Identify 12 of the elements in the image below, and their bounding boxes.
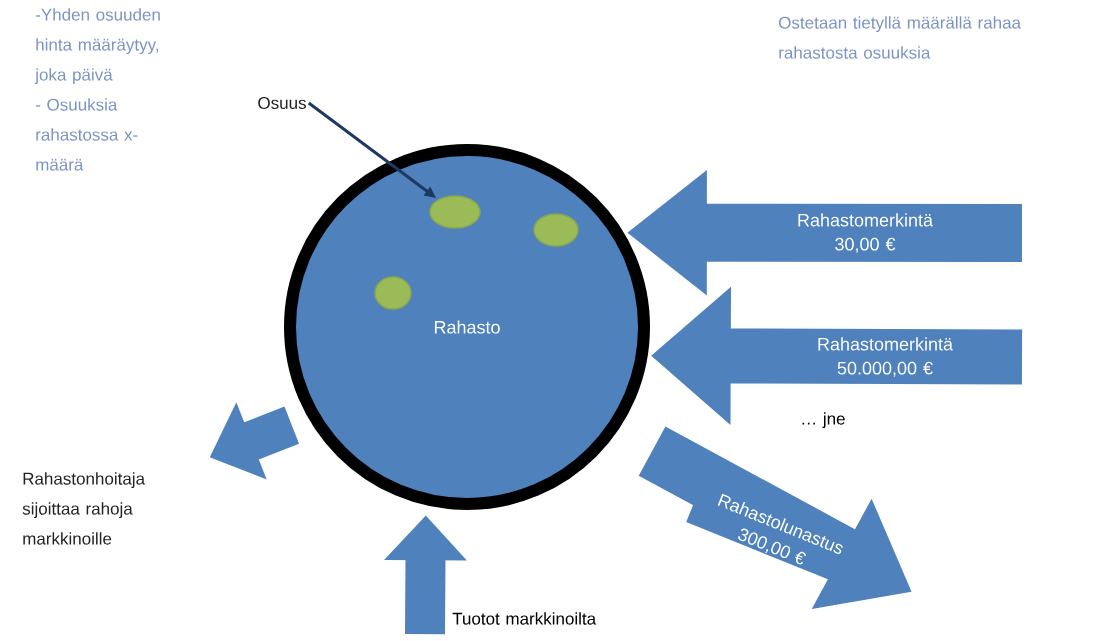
unit-ellipse	[533, 213, 579, 247]
caption-text: Tuotot markkinoilta	[452, 612, 597, 625]
unit-ellipse	[374, 276, 412, 310]
arrow-label: Rahastomerkintä 30,00 €	[798, 213, 933, 253]
node-label: Osuus	[258, 97, 306, 110]
caption-text: … jne	[802, 412, 845, 429]
note-text: -Yhden osuuden hinta määräytyy, joka päivä	[34, 8, 160, 85]
note-text: Ostetaan tietyllä määrällä rahaa rahastosta osuuksia	[779, 16, 1021, 59]
node-label: Rahastonhoitaja sijoittaa rahoja markkinoille	[22, 472, 146, 545]
arrow-label: Rahastomerkintä 50.000,00 €	[818, 337, 953, 377]
note-text: - Osuuksia rahastossa x-määrä	[35, 98, 138, 171]
unit-ellipse	[429, 195, 481, 229]
